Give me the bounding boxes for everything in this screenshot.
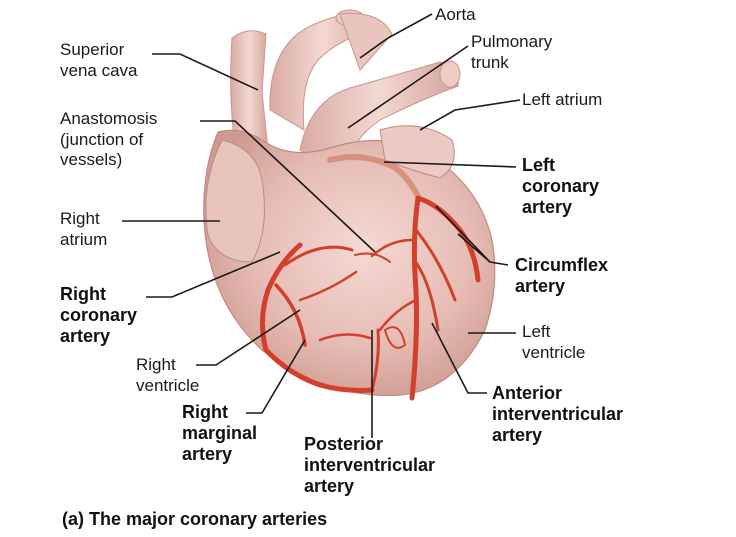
right-atrium-shape [205,139,265,263]
label-posterior-interventricular-artery: Posterior interventricular artery [304,434,436,496]
label-right-atrium: Right atrium [60,209,108,249]
label-anterior-interventricular-artery: Anterior interventricular artery [492,383,624,445]
label-right-coronary-artery: Right coronary artery [60,284,138,346]
label-aorta: Aorta [435,5,476,24]
label-left-coronary-artery: Left coronary artery [522,155,600,217]
right-coronary-artery-path [260,242,375,393]
figure-caption: (a) The major coronary arteries [62,509,328,529]
leader-lines [122,13,521,438]
label-right-ventricle: Right ventricle [136,355,200,395]
label-left-atrium: Left atrium [522,90,603,109]
anterior-interventricular-artery-path [409,195,421,401]
heart-body-shape [203,129,496,397]
label-superior-vena-cava: Superior vena cava [60,40,138,80]
label-left-ventricle: Left ventricle [522,322,586,362]
label-right-marginal-artery: Right marginal artery [182,402,258,464]
label-anastomosis: Anastomosis (junction of vessels) [60,109,158,169]
label-pulmonary-trunk: Pulmonary trunk [471,32,553,72]
left-atrium-shape [379,125,455,179]
label-circumflex-artery: Circumflex artery [515,255,609,296]
posterior-interventricular-artery-path [370,328,380,392]
left-coronary-artery-path [327,153,421,199]
